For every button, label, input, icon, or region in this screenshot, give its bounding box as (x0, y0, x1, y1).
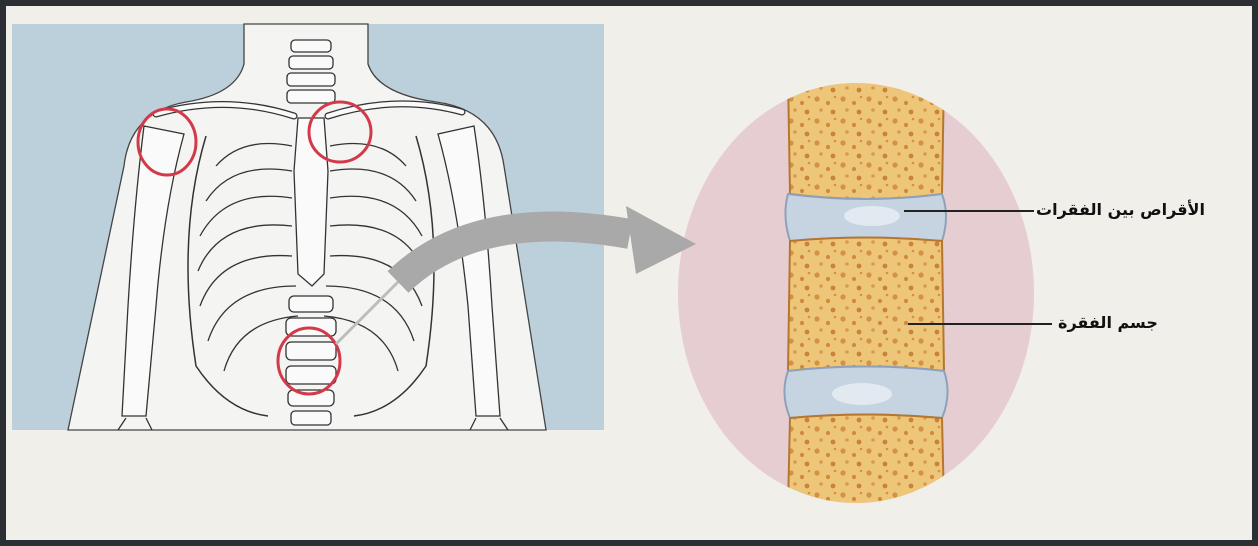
osteoporosis-diagram (6, 6, 1252, 540)
vertebra-bottom (788, 415, 944, 507)
spine-magnified-illustration (678, 76, 1034, 506)
vertebral-body-label: جسم الفقرة (1058, 313, 1158, 332)
diagram-frame: الأقراص بين الفقرات جسم الفقرة (6, 6, 1252, 540)
vertebra-middle (788, 238, 944, 372)
vertebra-top (788, 76, 944, 199)
intervertebral-discs-label: الأقراص بين الفقرات (1036, 200, 1205, 219)
